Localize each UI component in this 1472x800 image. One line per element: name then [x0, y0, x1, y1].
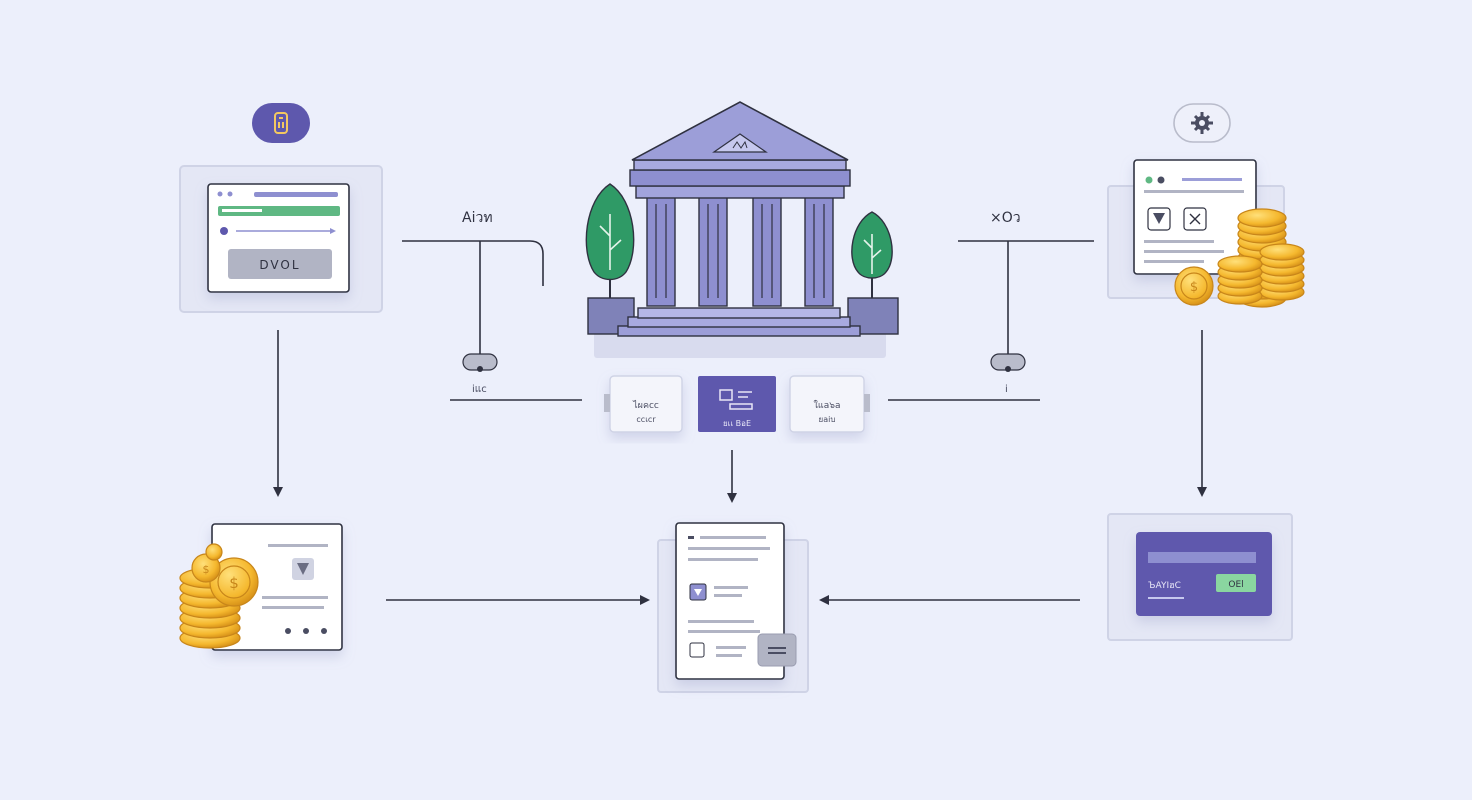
right-stub-node: i	[990, 353, 1026, 395]
right-tab[interactable]: ใแa๖a ยaiบ	[789, 375, 870, 433]
wallet-window-panel	[211, 523, 343, 651]
right-stub-label: i	[1005, 384, 1008, 395]
center-tab-label: ยเเ BอE	[723, 419, 751, 428]
card-badge[interactable]	[1216, 574, 1256, 592]
coin-stack-left-icon: $ $	[179, 543, 259, 649]
top-left-button[interactable]	[228, 249, 332, 279]
tree-left	[585, 183, 635, 298]
coin-stack-right-icon: $	[1174, 208, 1305, 308]
svg-text:$: $	[229, 574, 239, 592]
key-icon	[719, 389, 753, 410]
phone-badge[interactable]	[252, 103, 310, 143]
left-connector-label: Aiวท	[462, 210, 493, 226]
right-tab-line2: ยaiบ	[819, 415, 836, 424]
gear-icon	[1191, 112, 1213, 134]
card-label: ЪAYIฮC	[1148, 581, 1181, 591]
svg-text:$: $	[203, 563, 210, 576]
left-stub-node: iแc	[462, 353, 498, 395]
statement-action-button[interactable]	[757, 633, 797, 667]
top-left-button-label: DVOL	[259, 258, 300, 272]
left-tab-line2: ccเcr	[636, 415, 656, 424]
gear-badge[interactable]	[1173, 103, 1231, 143]
center-tab[interactable]: ยเเ BอE	[698, 376, 776, 432]
tree-right	[851, 211, 893, 298]
left-tab-line1: ไผคcc	[632, 400, 659, 411]
bank-card-panel: ЪAYIฮC OEl	[1107, 513, 1293, 641]
right-connector-label: ×Oว	[990, 210, 1021, 226]
left-tab[interactable]: ไผคcc ccเcr	[604, 375, 683, 433]
login-window-panel: DVOL	[179, 165, 383, 313]
phone-icon	[274, 112, 288, 134]
statement-document-panel	[657, 522, 809, 693]
connector-top-left	[402, 240, 544, 286]
left-stub-label: iแc	[472, 384, 487, 395]
right-tab-line1: ใแa๖a	[814, 400, 841, 411]
bank-building-icon	[585, 101, 899, 358]
connectors	[273, 240, 1207, 605]
svg-text:$: $	[1190, 280, 1198, 295]
card-badge-label: OEl	[1228, 580, 1243, 590]
